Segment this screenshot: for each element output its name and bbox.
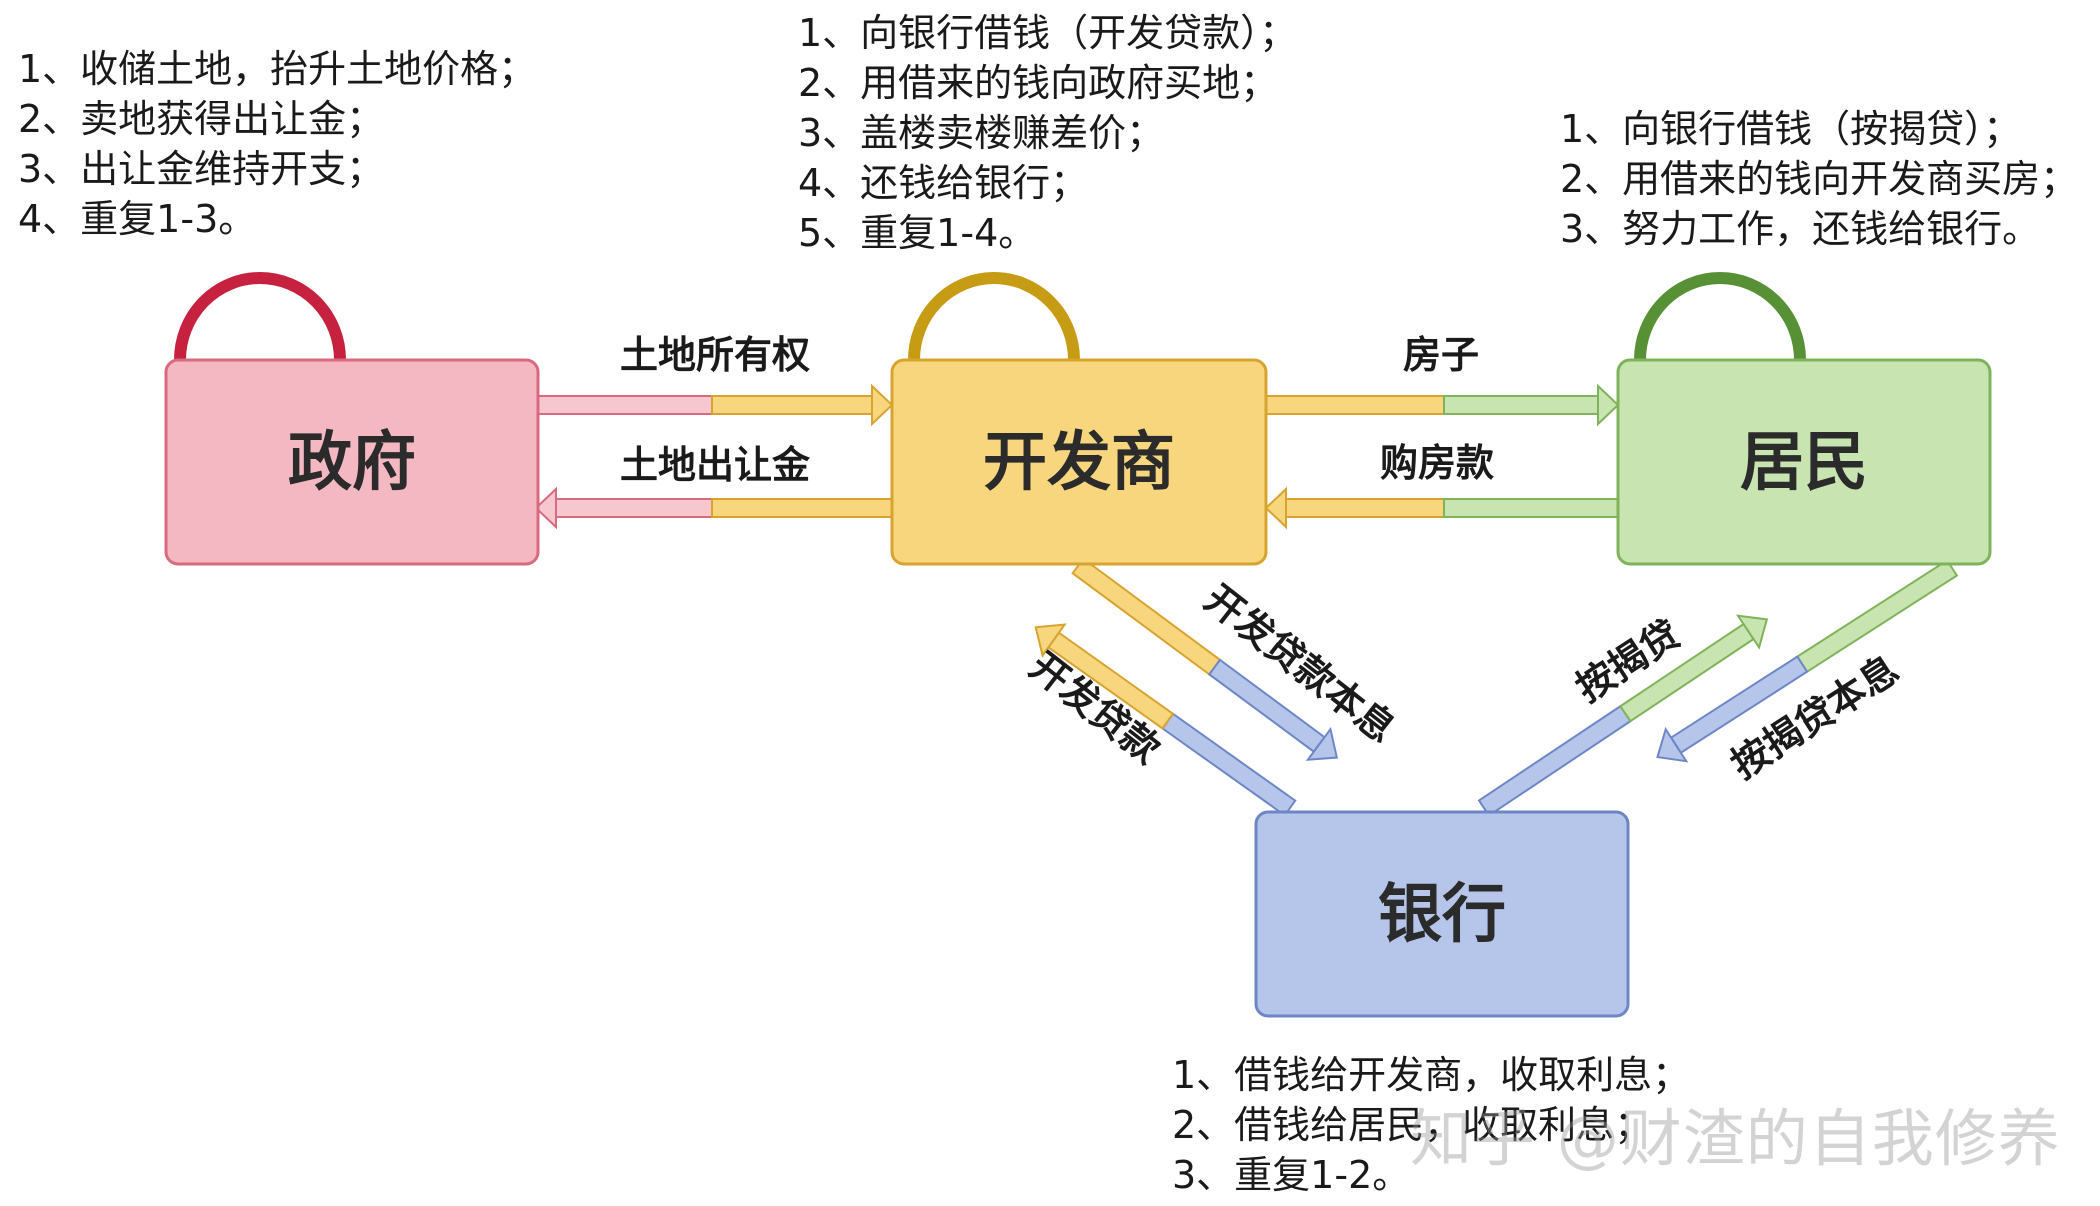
bank-label: 银行 (1378, 878, 1506, 952)
residents-notes: 1、向银行借钱（按揭贷）； 2、用借来的钱向开发商买房； 3、努力工作，还钱给银… (1560, 104, 2078, 254)
arrow-mortgage-interest (1656, 559, 1959, 763)
arrow-land-ownership (537, 383, 894, 427)
note-item: 2、卖地获得出让金； (18, 97, 385, 141)
developer-notes: 1、向银行借钱（开发贷款）； 2、用借来的钱向政府买地； 3、盖楼卖楼赚差价； … (798, 8, 1297, 258)
note-item: 1、向银行借钱（开发贷款）； (798, 11, 1298, 55)
edge-label-purchase-payment: 购房款 (1380, 441, 1494, 485)
arrow-house (1265, 383, 1620, 427)
note-item: 1、借钱给开发商，收取利息； (1172, 1053, 1691, 1097)
residents-label: 居民 (1740, 426, 1868, 500)
government-loop-icon (174, 272, 346, 361)
government-label: 政府 (288, 426, 416, 500)
bank-notes: 1、借钱给开发商，收取利息； 2、借钱给居民，收取利息； 3、重复1-2。 (1172, 1050, 1690, 1200)
arrow-purchase-payment (1264, 486, 1619, 530)
developer-label: 开发商 (983, 426, 1175, 500)
note-item: 3、盖楼卖楼赚差价； (798, 111, 1165, 155)
edge-label-house: 房子 (1403, 333, 1479, 377)
developer-node: 开发商 (890, 358, 1268, 566)
arrow-dev-loan (1034, 623, 1297, 817)
note-item: 5、重复1-4。 (798, 211, 1037, 255)
note-item: 3、重复1-2。 (1172, 1153, 1411, 1197)
note-item: 2、借钱给居民，收取利息； (1172, 1103, 1653, 1147)
developer-loop-icon (908, 272, 1080, 361)
government-node: 政府 (164, 358, 540, 566)
arrow-mortgage (1477, 614, 1769, 817)
note-item: 4、重复1-3。 (18, 197, 257, 241)
residents-loop-icon (1634, 272, 1806, 361)
note-item: 4、还钱给银行； (798, 161, 1089, 205)
note-item: 2、用借来的钱向开发商买房； (1560, 157, 2079, 201)
edge-label-mortgage-interest: 按揭贷本息 (1723, 647, 1906, 787)
government-notes: 1、收储土地，抬升土地价格； 2、卖地获得出让金； 3、出让金维持开支； 4、重… (18, 44, 536, 244)
arrow-dev-loan-interest (1071, 557, 1339, 761)
residents-node: 居民 (1616, 358, 1992, 566)
edge-label-land-ownership: 土地所有权 (620, 333, 810, 377)
arrow-land-premium (534, 486, 893, 530)
note-item: 2、用借来的钱向政府买地； (798, 61, 1279, 105)
bank-node: 银行 (1254, 810, 1630, 1018)
watermark: 知乎 @财渣的自我修养 (1410, 1102, 2061, 1175)
note-item: 3、出让金维持开支； (18, 147, 385, 191)
note-item: 3、努力工作，还钱给银行。 (1560, 207, 2041, 251)
note-item: 1、收储土地，抬升土地价格； (18, 47, 537, 91)
edge-label-land-premium: 土地出让金 (620, 443, 811, 487)
note-item: 1、向银行借钱（按揭贷）； (1560, 107, 2022, 151)
